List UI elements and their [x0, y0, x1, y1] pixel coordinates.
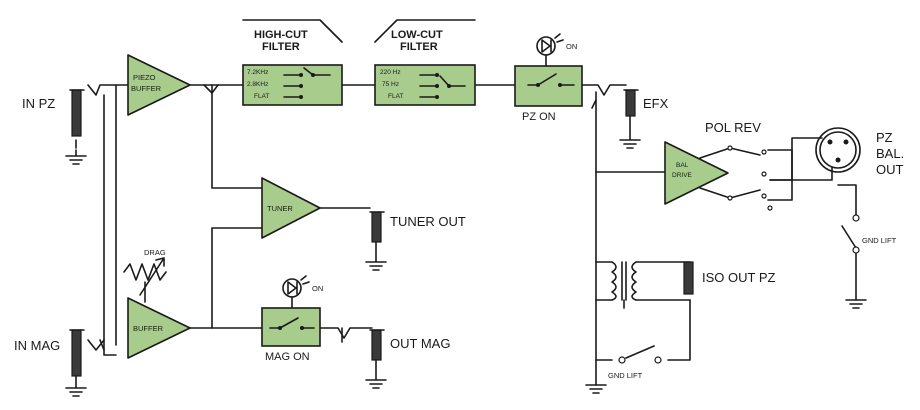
efx-jack: EFX	[619, 89, 669, 149]
piezo-buffer: PIEZO BUFFER	[127, 54, 191, 116]
high-cut-title-1: HIGH-CUT	[254, 29, 308, 41]
pz-bal-out-connector: PZ BAL. OUT	[815, 127, 904, 177]
in-pz-label: IN PZ	[22, 96, 55, 111]
low-cut-title-1: LOW-CUT	[391, 29, 443, 41]
out-mag-label: OUT MAG	[390, 336, 450, 351]
high-cut-filter: HIGH-CUT FILTER 7.2KHz 2.8KHz FLAT	[242, 19, 343, 106]
tuner-out-jack: TUNER OUT	[365, 211, 466, 271]
high-cut-opt-2: 2.8KHz	[247, 81, 268, 88]
bal-drive-label-2: DRIVE	[672, 172, 693, 179]
pz-on-led-label: ON	[566, 42, 577, 51]
in-pz-jack: IN PZ	[22, 89, 87, 165]
low-cut-opt-1: 220 Hz	[380, 69, 401, 76]
in-mag-jack: IN MAG	[14, 329, 105, 397]
pz-on-label: PZ ON	[522, 111, 556, 123]
mag-on-switch: ON MAG ON	[261, 275, 323, 363]
signal-wires	[75, 84, 857, 386]
bal-drive: BAL DRIVE	[664, 141, 729, 205]
gnd-lift-label-bal: GND LIFT	[862, 236, 897, 245]
tuner: TUNER	[261, 177, 321, 239]
gnd-lift-switch-iso: GND LIFT	[608, 345, 662, 380]
high-cut-title-2: FILTER	[262, 41, 300, 53]
low-cut-filter: LOW-CUT FILTER 220 Hz 75 Hz FLAT	[374, 19, 476, 106]
piezo-buffer-label-2: BUFFER	[131, 84, 162, 93]
tuner-label: TUNER	[267, 204, 293, 213]
out-mag-jack: OUT MAG	[365, 329, 450, 389]
low-cut-opt-3: FLAT	[388, 93, 403, 100]
iso-out-pz-label: ISO OUT PZ	[702, 270, 775, 285]
gnd-lift-switch-bal: GND LIFT	[841, 214, 897, 309]
piezo-buffer-label-1: PIEZO	[133, 73, 156, 82]
pol-rev-label: POL REV	[705, 120, 761, 135]
efx-label: EFX	[643, 96, 669, 111]
pol-rev-switch: POL REV	[705, 120, 773, 211]
mag-buffer: BUFFER	[127, 297, 191, 359]
pz-bal-out-label-2: BAL.	[876, 146, 904, 161]
pz-bal-out-label-1: PZ	[876, 130, 893, 145]
pz-on-switch: ON PZ ON	[514, 33, 583, 123]
gnd-lift-label-iso: GND LIFT	[608, 371, 643, 380]
low-cut-opt-2: 75 Hz	[382, 81, 399, 88]
in-mag-label: IN MAG	[14, 338, 60, 353]
bal-drive-label-1: BAL	[676, 162, 689, 169]
iso-out-pz-jack: ISO OUT PZ	[683, 261, 775, 295]
isolation-transformer	[611, 261, 637, 301]
low-cut-title-2: FILTER	[400, 41, 438, 53]
drag-label: DRAG	[144, 248, 166, 257]
high-cut-opt-1: 7.2KHz	[247, 69, 268, 76]
tuner-out-label: TUNER OUT	[390, 214, 466, 229]
mag-on-label: MAG ON	[265, 351, 310, 363]
mag-on-led-label: ON	[312, 284, 323, 293]
high-cut-opt-3: FLAT	[254, 93, 269, 100]
mag-buffer-label: BUFFER	[133, 324, 164, 333]
drag-control: DRAG	[123, 248, 167, 303]
pz-bal-out-label-3: OUT	[876, 162, 904, 177]
ground-symbol-pz	[585, 384, 607, 394]
